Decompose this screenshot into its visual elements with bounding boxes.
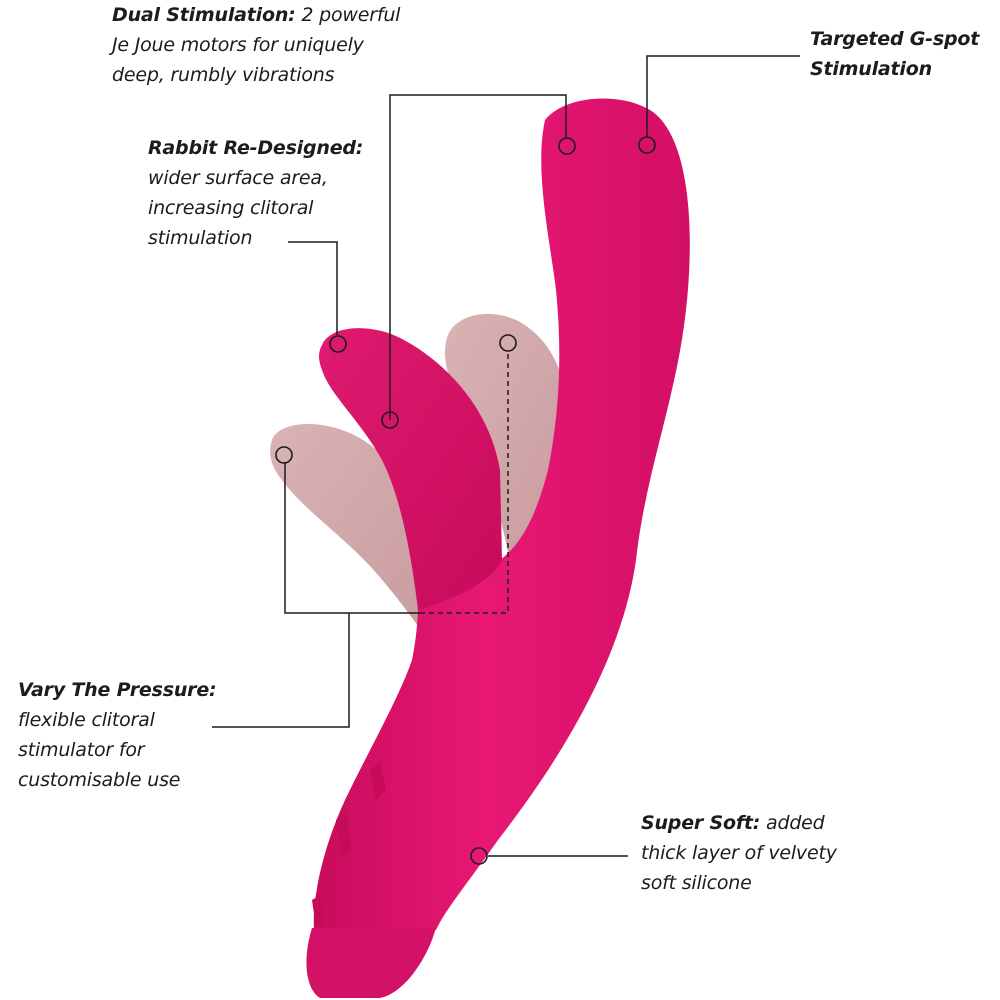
callout-line: Je Joue motors for uniquely: [112, 34, 364, 56]
marker-circle: [329, 335, 347, 353]
marker-circle: [638, 136, 656, 154]
control-button: [312, 895, 324, 928]
control-button: [370, 762, 386, 800]
ghost-arm-back: [444, 313, 566, 559]
clitoral-arm: [319, 328, 502, 610]
callout-first-line: Super Soft: added: [641, 812, 825, 834]
callout-line: deep, rumbly vibrations: [112, 64, 335, 86]
body-base-cap: [306, 928, 436, 998]
callout-line: thick layer of velvety: [641, 842, 837, 864]
control-buttons: [312, 762, 386, 928]
callout-title: Rabbit Re-Designed:: [148, 137, 364, 159]
callout-title: Super Soft:: [641, 812, 761, 834]
callout-title: Targeted G-spot: [810, 28, 980, 50]
callout-line: flexible clitoral: [18, 709, 155, 731]
callout-line: stimulation: [148, 227, 253, 249]
callout-title: Stimulation: [810, 58, 932, 80]
leader-line-dual-stimulation: [389, 94, 567, 420]
leader-lines: [212, 55, 800, 857]
marker-circle: [499, 334, 517, 352]
marker-circle: [275, 446, 293, 464]
leader-line-pressure: [284, 462, 420, 614]
callout-line: wider surface area,: [148, 167, 328, 189]
callout-line: increasing clitoral: [148, 197, 314, 219]
callout-g-spot: Targeted G-spot Stimulation: [810, 24, 979, 84]
callout-vary-pressure: Vary The Pressure: flexible clitoral sti…: [18, 675, 217, 795]
callout-title: Dual Stimulation:: [112, 4, 296, 26]
control-button: [336, 812, 352, 858]
marker-circle: [558, 137, 576, 155]
callout-line: soft silicone: [641, 872, 752, 894]
marker-circles: [275, 136, 656, 865]
callout-rabbit-redesigned: Rabbit Re-Designed: wider surface area, …: [148, 133, 363, 253]
callout-dual-stimulation: Dual Stimulation: 2 powerful Je Joue mot…: [112, 0, 400, 90]
main-body: [313, 98, 690, 930]
leader-line-g-spot: [646, 55, 800, 137]
leader-line-pressure-dashed: [420, 350, 509, 614]
marker-circle: [470, 847, 488, 865]
callout-title: Vary The Pressure:: [18, 679, 217, 701]
leader-line-rabbit: [288, 241, 338, 335]
callout-first-line: Dual Stimulation: 2 powerful: [112, 4, 401, 26]
leader-line-pressure-drop: [212, 613, 350, 728]
callout-line: customisable use: [18, 769, 181, 791]
callout-line: stimulator for: [18, 739, 145, 761]
marker-circle: [381, 411, 399, 429]
callout-super-soft: Super Soft: added thick layer of velvety…: [641, 808, 837, 898]
